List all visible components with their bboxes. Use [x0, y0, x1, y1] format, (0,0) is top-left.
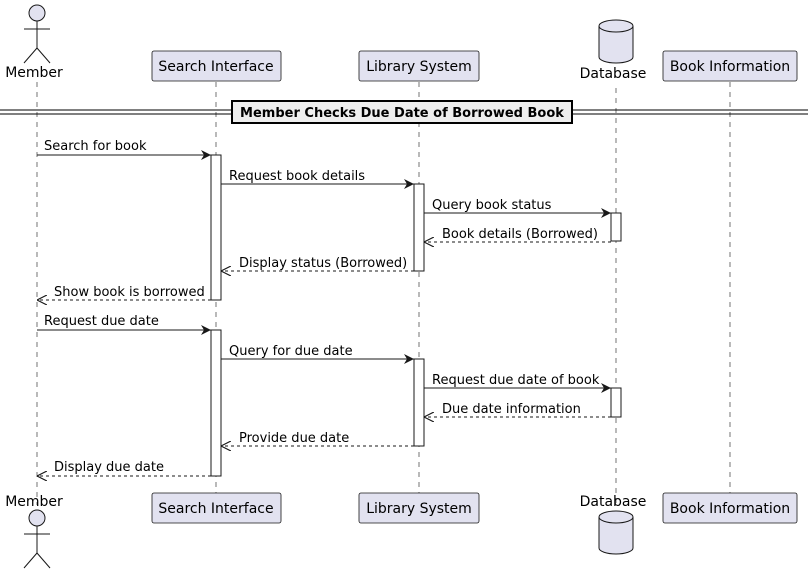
participant-label: Database	[580, 494, 647, 510]
participant-label: Database	[580, 66, 647, 82]
participant-label: Library System	[366, 59, 472, 75]
message: Display status (Borrowed)	[221, 256, 414, 271]
participant-database-top: Database	[580, 19, 647, 82]
participant-library-system-bottom: Library System	[358, 492, 480, 524]
participant-search-interface-bottom: Search Interface	[151, 492, 282, 524]
actor-member-top: Member	[5, 4, 63, 81]
activation-database-1	[610, 212, 622, 242]
message-label: Query book status	[432, 198, 552, 213]
message: Request due date	[37, 314, 211, 335]
participant-book-information-top: Book Information	[662, 50, 798, 82]
message-label: Book details (Borrowed)	[442, 227, 598, 242]
message: Request due date of book	[424, 373, 611, 393]
participant-database-bottom: Database	[580, 494, 647, 555]
participant-label: Member	[5, 65, 63, 81]
message: Display due date	[37, 460, 211, 476]
activation-database-2	[610, 387, 622, 418]
message: Show book is borrowed	[37, 285, 211, 300]
message-label: Display status (Borrowed)	[239, 256, 407, 271]
participant-label: Book Information	[670, 59, 790, 75]
message: Search for book	[37, 139, 211, 160]
message: Due date information	[424, 402, 611, 417]
participant-search-interface-top: Search Interface	[151, 50, 282, 82]
message: Query for due date	[221, 344, 414, 364]
message-label: Request due date of book	[432, 373, 600, 388]
participant-label: Search Interface	[158, 501, 273, 517]
message-label: Request due date	[44, 314, 159, 329]
participant-label: Search Interface	[158, 59, 273, 75]
message-label: Display due date	[54, 460, 164, 475]
activation-library-system-1	[413, 183, 425, 272]
message-label: Request book details	[229, 169, 365, 184]
activation-library-system-2	[413, 358, 425, 447]
message: Provide due date	[221, 431, 414, 446]
message-label: Show book is borrowed	[54, 285, 205, 300]
actor-icon	[23, 4, 51, 64]
participant-book-information-bottom: Book Information	[662, 492, 798, 524]
message-label: Provide due date	[239, 431, 349, 446]
database-icon	[598, 510, 634, 555]
actor-member-bottom: Member	[5, 494, 63, 569]
activation-search-interface-1	[210, 154, 222, 301]
divider: Member Checks Due Date of Borrowed Book	[0, 100, 808, 124]
participant-label: Member	[5, 494, 63, 510]
message-label: Query for due date	[229, 344, 353, 359]
divider-label: Member Checks Due Date of Borrowed Book	[240, 106, 564, 121]
activation-search-interface-2	[210, 329, 222, 477]
message-label: Due date information	[442, 402, 581, 417]
message: Book details (Borrowed)	[424, 227, 611, 242]
message-label: Search for book	[44, 139, 147, 154]
participant-label: Book Information	[670, 501, 790, 517]
message: Query book status	[424, 198, 611, 218]
message: Request book details	[221, 169, 414, 189]
actor-icon	[23, 509, 51, 569]
participant-library-system-top: Library System	[358, 50, 480, 82]
database-icon	[598, 19, 634, 64]
participant-label: Library System	[366, 501, 472, 517]
